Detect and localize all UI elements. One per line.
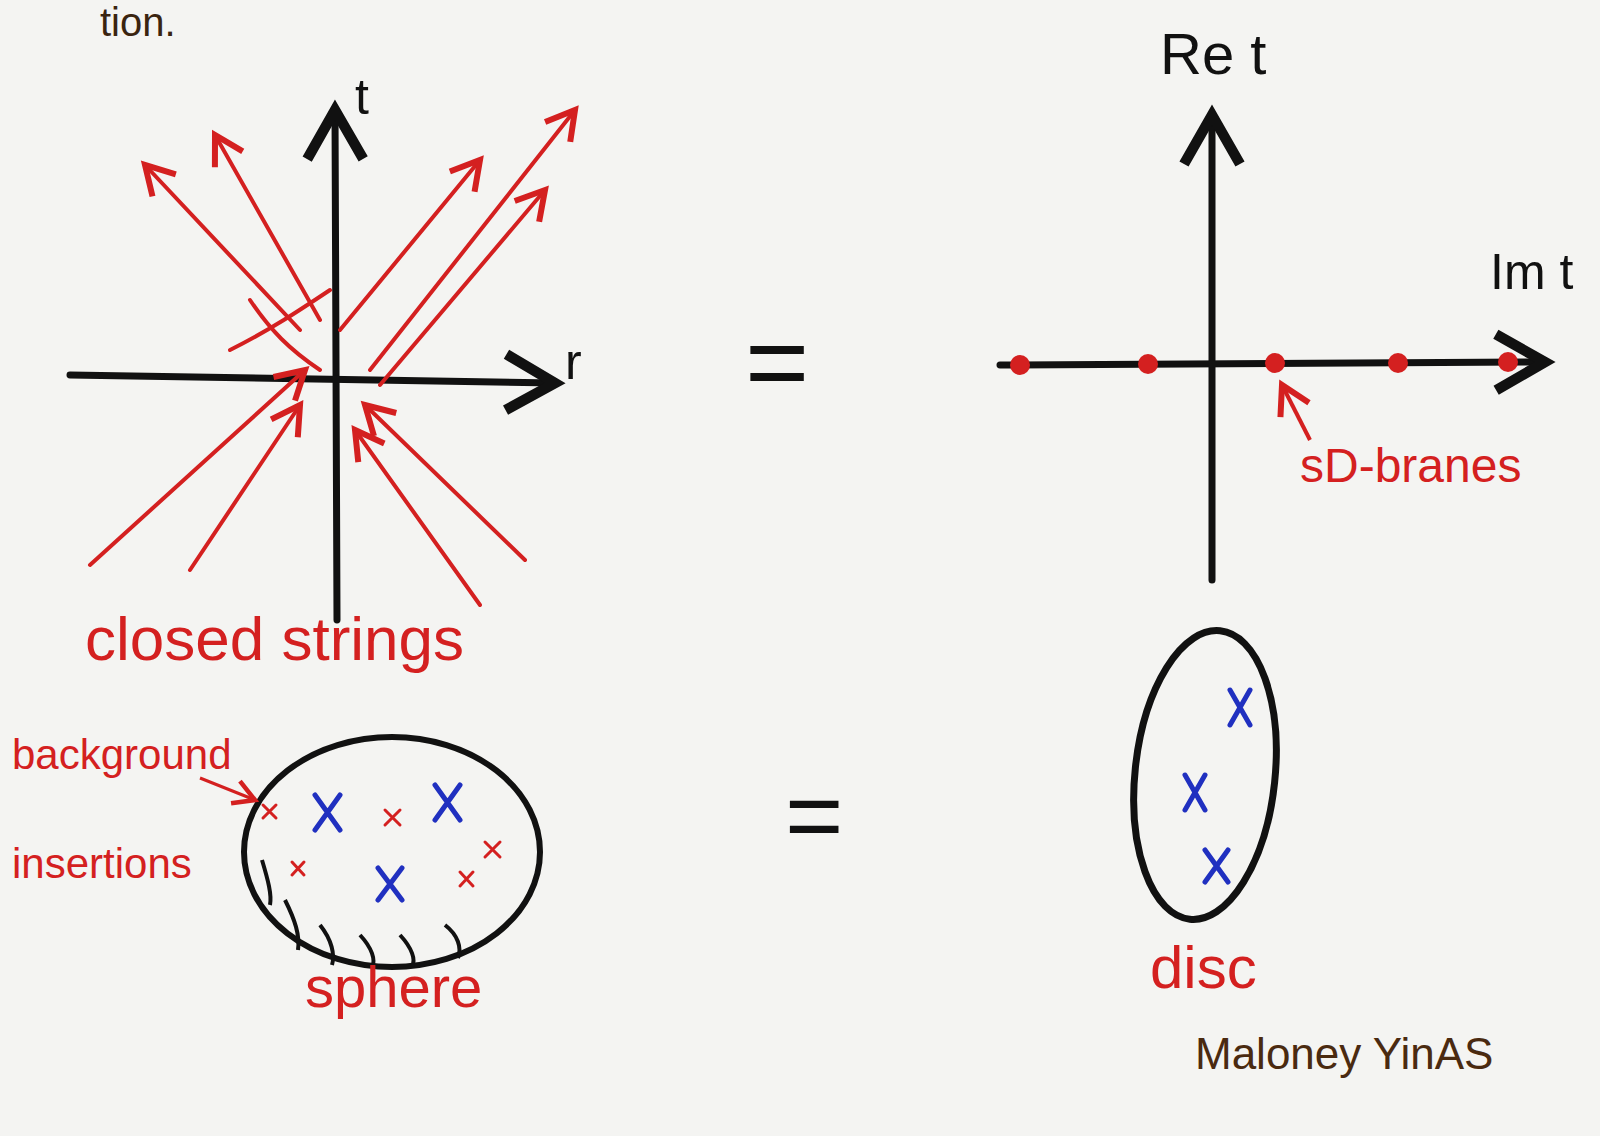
disc-outline: [1120, 623, 1290, 926]
axis-label: Re t: [1160, 22, 1266, 86]
figure-caption: disc: [1150, 935, 1257, 1001]
blue-insertions: [1185, 690, 1250, 882]
sd-brane-dots: [1010, 352, 1518, 375]
annotation: background insertions: [12, 700, 252, 918]
closed-string-arrows: [90, 110, 575, 605]
author-note: Maloney YinAS: [1195, 1030, 1493, 1078]
axis-label: r: [565, 335, 582, 390]
figure-caption: sphere: [305, 955, 482, 1019]
equals-sign: =: [785, 760, 843, 870]
spacetime-axes: [70, 110, 555, 620]
figure-caption: closed strings: [85, 605, 464, 673]
complex-time-axes: [1000, 115, 1545, 580]
cut-heading: tion.: [100, 0, 176, 44]
equals-sign: =: [745, 300, 809, 421]
sphere-outline: [244, 737, 540, 968]
blue-insertions: [315, 785, 460, 900]
axis-label: t: [355, 70, 369, 125]
leader-line: [200, 778, 255, 800]
axis-label: Im t: [1490, 245, 1573, 300]
red-background-insertions: [263, 805, 500, 886]
annotation: sD-branes: [1300, 440, 1521, 493]
leader-line: [1282, 385, 1310, 440]
